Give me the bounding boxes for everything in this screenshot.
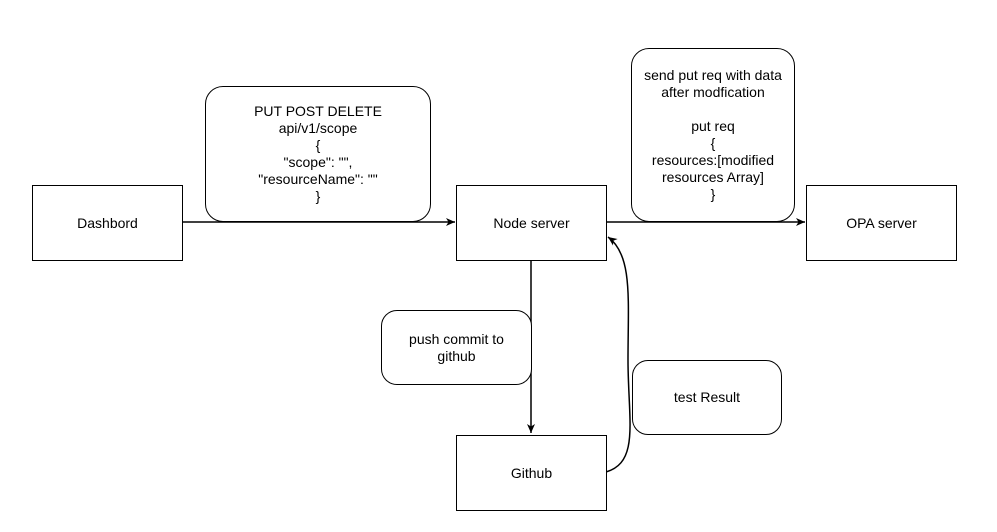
dashboard-label: Dashbord (77, 214, 138, 231)
scope-request-note[interactable]: PUT POST DELETE api/v1/scope { "scope": … (205, 86, 431, 222)
push-commit-note[interactable]: push commit to github (381, 310, 532, 385)
node-server-box[interactable]: Node server (456, 185, 607, 261)
put-request-note[interactable]: send put req with data after modfication… (631, 48, 795, 222)
github-label: Github (510, 464, 553, 481)
node-server-label: Node server (493, 214, 570, 231)
scope-request-text: PUT POST DELETE api/v1/scope { "scope": … (254, 103, 382, 204)
opa-server-box[interactable]: OPA server (806, 185, 957, 261)
test-result-note[interactable]: test Result (632, 360, 782, 435)
github-box[interactable]: Github (456, 435, 607, 511)
edge-github-to-node-server (605, 236, 631, 473)
put-request-text: send put req with data after modfication… (644, 67, 782, 202)
test-result-text: test Result (673, 389, 741, 405)
push-commit-text: push commit to github (409, 330, 504, 364)
dashboard-box[interactable]: Dashbord (32, 185, 183, 261)
opa-server-label: OPA server (846, 214, 917, 231)
